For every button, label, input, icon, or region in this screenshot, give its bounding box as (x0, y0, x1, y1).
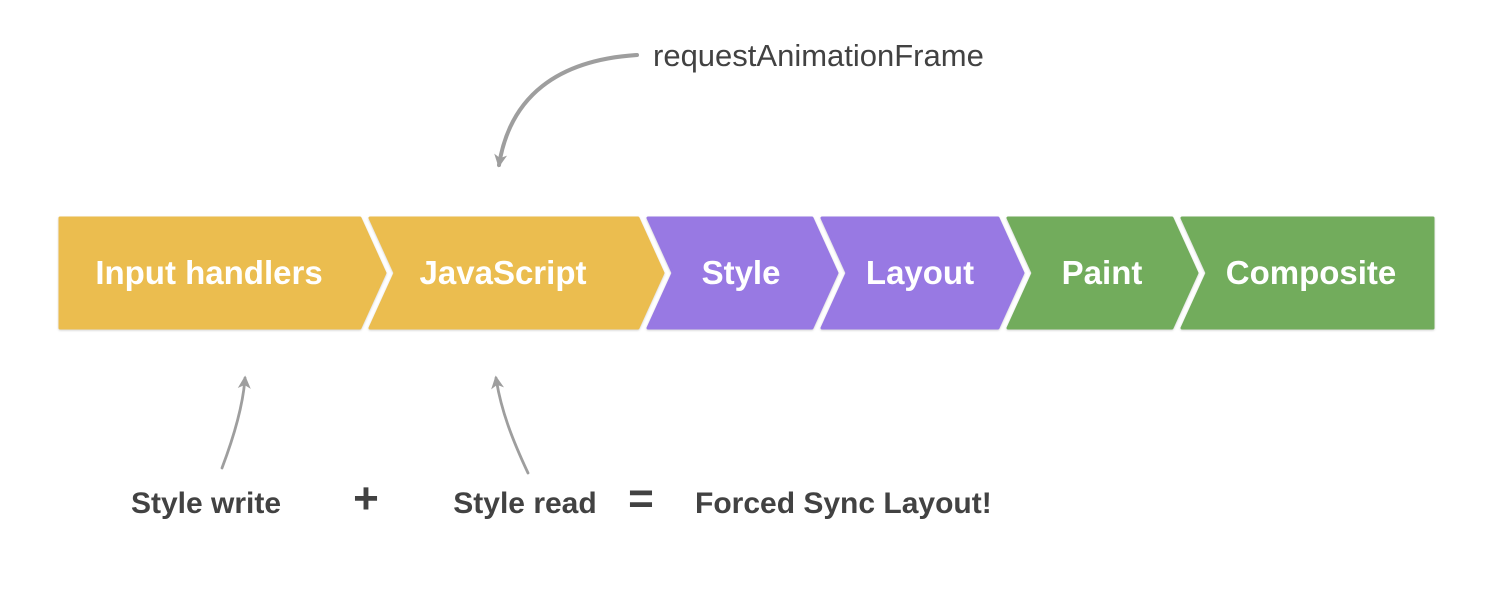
stage-label-javascript: JavaScript (420, 254, 587, 291)
style-read-arrow-icon (491, 375, 530, 475)
style-read-label: Style read (453, 487, 596, 520)
plus-sign: + (353, 474, 379, 523)
stage-label-input-handlers: Input handlers (95, 254, 322, 291)
stage-shape-style (646, 216, 839, 330)
stage-shape-paint (1006, 216, 1199, 330)
stage-label-paint: Paint (1062, 254, 1143, 291)
pipeline-bar: Input handlers JavaScript Style Layout P… (58, 216, 1435, 330)
raf-arrow-icon (494, 53, 639, 168)
stage-shape-javascript (368, 216, 665, 330)
equals-sign: = (628, 474, 654, 523)
stage-label-style: Style (702, 254, 781, 291)
stage-shape-input-handlers (58, 216, 387, 330)
style-write-label: Style write (131, 487, 281, 520)
stage-label-composite: Composite (1226, 254, 1397, 291)
forced-sync-layout-label: Forced Sync Layout! (695, 487, 992, 520)
stage-shape-composite (1180, 216, 1435, 330)
stage-label-layout: Layout (866, 254, 974, 291)
style-write-arrow-icon (220, 375, 251, 470)
stage-shape-layout (820, 216, 1025, 330)
request-animation-frame-label: requestAnimationFrame (653, 38, 984, 73)
